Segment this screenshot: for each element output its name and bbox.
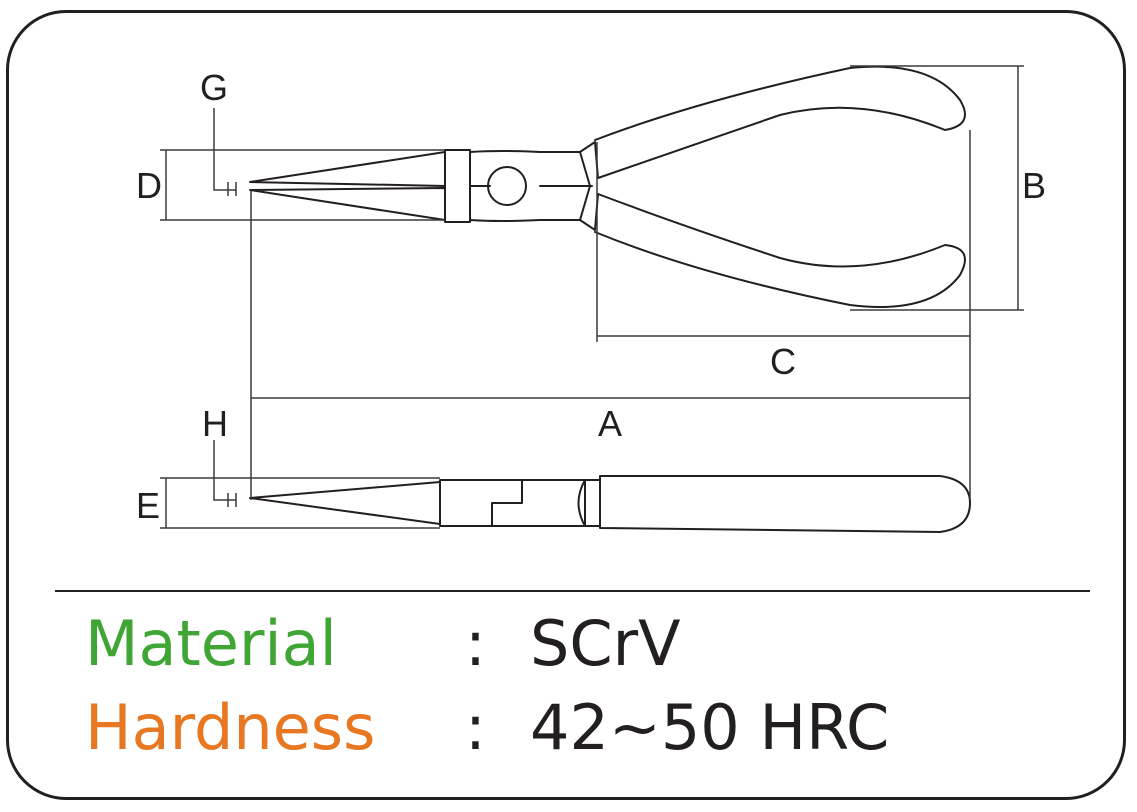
- side-handle: [599, 475, 971, 533]
- dim-label-h: H: [202, 403, 228, 444]
- side-handle-collar: [577, 479, 601, 527]
- dim-label-e: E: [136, 485, 160, 526]
- spec-card: [6, 10, 1126, 800]
- spec-value-material: SCrV: [530, 607, 681, 680]
- spec-key-material: Material: [85, 607, 337, 680]
- lower-handle: [594, 193, 966, 308]
- spec-separator: :: [465, 607, 486, 680]
- dim-label-d: D: [136, 165, 162, 206]
- upper-handle: [594, 65, 966, 179]
- divider-line: [55, 590, 1090, 592]
- pivot-circle: [487, 166, 527, 206]
- spec-value-hardness: 42~50 HRC: [530, 691, 890, 764]
- dim-label-a: A: [598, 403, 622, 444]
- dim-label-b: B: [1022, 165, 1046, 206]
- dim-label-g: G: [200, 67, 228, 108]
- jaw-base: [444, 149, 471, 223]
- side-jaw-tip: [249, 481, 441, 525]
- dim-label-c: C: [770, 341, 796, 382]
- lower-jaw: [249, 187, 446, 221]
- upper-jaw: [249, 151, 446, 187]
- spec-separator: :: [465, 691, 486, 764]
- spec-key-hardness: Hardness: [85, 691, 376, 764]
